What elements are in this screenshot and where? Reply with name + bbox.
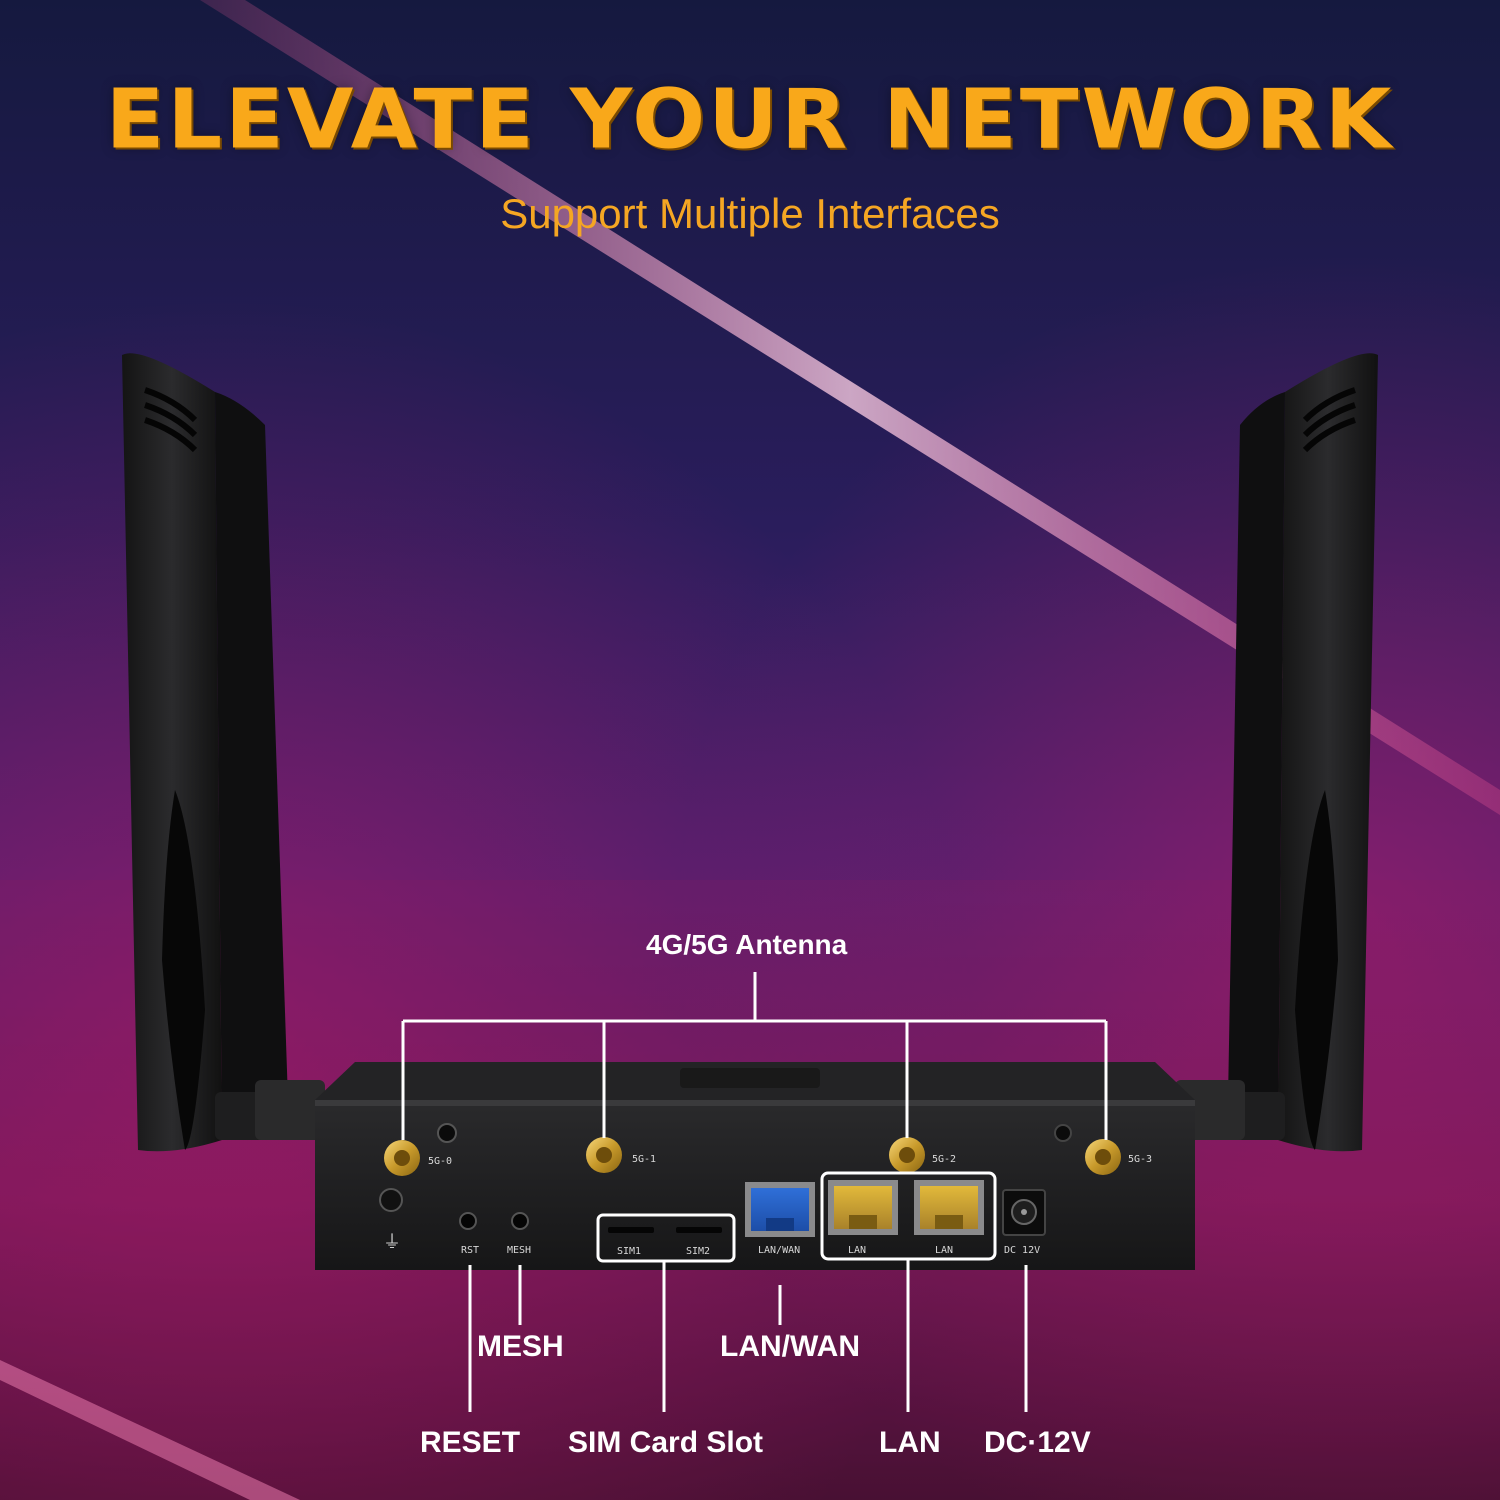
left-antenna [122,353,325,1152]
antenna-connector-0[interactable] [384,1140,420,1176]
ground-icon: ⏚ [383,1232,401,1253]
sim-slot-highlight [596,1213,736,1263]
panel-label-sim2: SIM2 [686,1246,710,1257]
lan-port-2[interactable] [914,1180,984,1235]
callout-lines [401,972,1108,1412]
panel-label-dc: DC 12V [1004,1245,1040,1256]
dc-power-jack[interactable] [1002,1189,1046,1236]
panel-label-sim1: SIM1 [617,1246,641,1257]
panel-label-lanwan: LAN/WAN [758,1245,800,1256]
panel-label-5g0: 5G-0 [428,1156,452,1167]
panel-label-5g3: 5G-3 [1128,1154,1152,1165]
panel-label-mesh: MESH [507,1245,531,1256]
sim2-slot[interactable] [676,1227,722,1233]
antenna-connector-1[interactable] [586,1137,622,1173]
light-beam [200,0,1500,815]
callout-lan-wan: LAN/WAN [720,1330,860,1363]
ground-screw [379,1188,403,1212]
panel-label-5g2: 5G-2 [932,1154,956,1165]
panel-label-lan1: LAN [848,1245,866,1256]
reset-button[interactable] [459,1212,477,1230]
headline: ELEVATE YOUR NETWORK [105,72,1395,168]
lan-wan-port[interactable] [745,1182,815,1237]
light-beam-lower [0,1360,300,1500]
panel-label-rst: RST [461,1245,479,1256]
callout-antenna: 4G/5G Antenna [646,929,848,960]
sim1-slot[interactable] [608,1227,654,1233]
antenna-connector-2[interactable] [889,1137,925,1173]
screw [1054,1124,1072,1142]
audio-jack [437,1123,457,1143]
panel-label-5g1: 5G-1 [632,1154,656,1165]
right-antenna [1175,353,1378,1152]
callout-mesh: MESH [477,1330,564,1363]
panel-label-lan2: LAN [935,1245,953,1256]
callout-lan: LAN [879,1426,941,1459]
callout-sim-slot: SIM Card Slot [568,1426,764,1459]
lan-port-1[interactable] [828,1180,898,1235]
subheadline: Support Multiple Interfaces [500,190,1000,237]
mesh-button[interactable] [511,1212,529,1230]
antenna-connector-3[interactable] [1085,1139,1121,1175]
callout-reset: RESET [420,1426,521,1459]
callout-dc: DC·12V [984,1426,1091,1459]
